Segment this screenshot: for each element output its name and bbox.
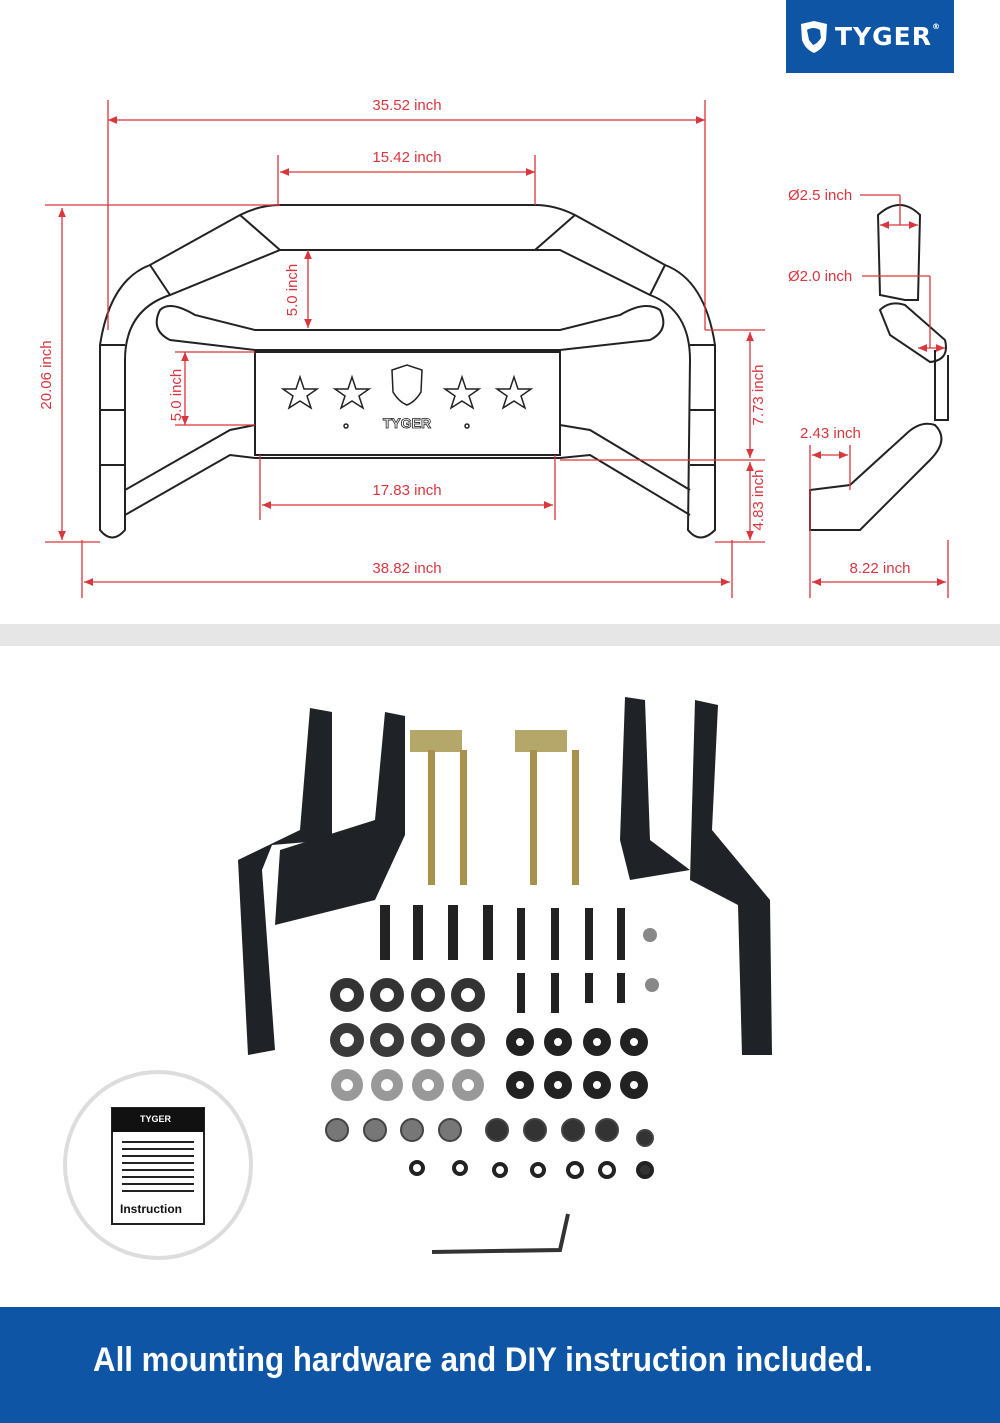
hardware-kit (238, 697, 772, 1254)
dim-plate-to-bottom-height: 7.73 inch (750, 365, 767, 426)
dim-depth: 8.22 inch (850, 560, 911, 577)
product-drawing: TYGER 35.52 inch 15.42 i (38, 97, 949, 1260)
plate-logo-text: TYGER (383, 415, 431, 431)
lock-washers (409, 1160, 654, 1179)
dim-overall-height: 20.06 inch (38, 340, 55, 409)
dim-main-tube-diameter: Ø2.5 inch (788, 187, 852, 204)
dimension-labels: 35.52 inch 15.42 inch 5.0 inch 20.06 inc… (38, 97, 910, 577)
instruction-card-label: Instruction (120, 1202, 182, 1216)
dim-top-gap-height: 5.0 inch (284, 264, 301, 317)
washers (330, 978, 648, 1101)
plate-stars (280, 364, 534, 429)
bull-bar-side-view (809, 204, 949, 531)
hex-key (431, 1213, 570, 1254)
mounting-bracket-right (620, 697, 772, 1055)
footer-banner: All mounting hardware and DIY instructio… (0, 1307, 1000, 1423)
bolts (380, 905, 659, 1013)
carriage-bolts (410, 730, 579, 885)
shield-tiger-icon (800, 20, 827, 53)
dim-overall-top-width: 35.52 inch (372, 97, 441, 114)
mounting-bracket-left (238, 708, 405, 1055)
dim-plate-side-height: 5.0 inch (168, 369, 185, 422)
dimension-lines (45, 100, 949, 598)
brand-logo: TYGER® (786, 0, 954, 73)
dim-bottom-height: 4.83 inch (750, 470, 767, 531)
dim-plate-width: 17.83 inch (372, 482, 441, 499)
instruction-card (63, 1070, 253, 1260)
section-divider (0, 624, 1000, 646)
dim-top-bar-width: 15.42 inch (372, 149, 441, 166)
banner-text: All mounting hardware and DIY instructio… (93, 1341, 873, 1379)
dim-secondary-tube-diameter: Ø2.0 inch (788, 268, 852, 285)
instruction-card-brand: TYGER (140, 1114, 172, 1124)
brand-name: TYGER® (834, 22, 941, 51)
nuts (325, 1118, 654, 1147)
dim-overall-bottom-width: 38.82 inch (372, 560, 441, 577)
dim-offset: 2.43 inch (800, 425, 861, 442)
